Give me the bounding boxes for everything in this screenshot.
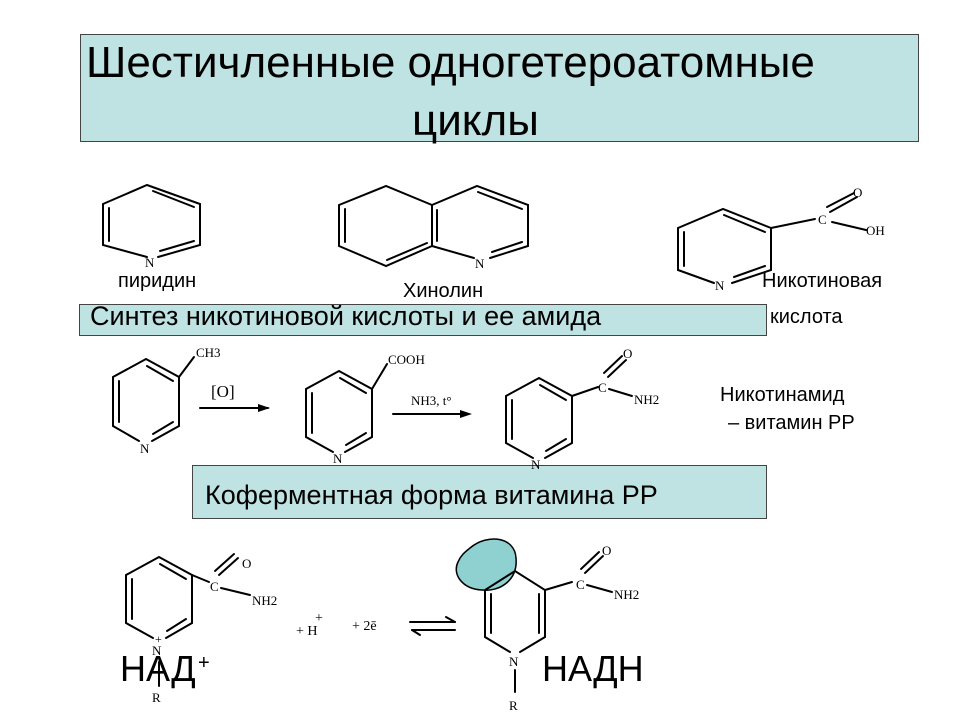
nadh-C: C	[576, 577, 585, 592]
pyridine-label: пиридин	[118, 270, 197, 292]
nicotinamide-label-1: Никотинамид	[720, 384, 845, 406]
nic-acid-O: O	[853, 185, 862, 200]
quinoline-label: Хинолин	[403, 280, 484, 302]
nic-acid-C: C	[818, 212, 827, 227]
nad-R: R	[152, 690, 161, 705]
oxidation-reagent: [O]	[211, 382, 235, 401]
nicotinamide-label-2: – витамин РР	[728, 412, 855, 434]
nad-structure	[125, 553, 251, 687]
coenzyme-heading: Коферментная форма витамина РР	[205, 480, 658, 510]
pyridine-N: N	[145, 255, 155, 270]
methylpyridine-N: N	[140, 441, 150, 456]
synth-acid-structure	[305, 363, 388, 453]
quinoline-N: N	[475, 256, 485, 271]
page-title-line-2: циклы	[412, 96, 539, 145]
synthesis-box	[79, 304, 767, 336]
nadh-O: O	[602, 543, 611, 558]
nicotinic-acid-label-1: Никотиновая	[762, 270, 883, 292]
nad-plus-sign: +	[198, 652, 210, 674]
nad-O: O	[242, 556, 251, 571]
nicotinic-acid-structure	[677, 192, 867, 284]
electrons-reagent: + 2ē	[352, 619, 377, 634]
methyl-group: CH3	[196, 345, 221, 360]
methylpyridine-structure	[112, 356, 195, 442]
nadh-label: НАДН	[542, 648, 644, 689]
carboxyl-group: COOH	[388, 352, 425, 367]
nadh-structure	[484, 551, 613, 693]
nic-acid-OH: OH	[866, 223, 885, 238]
synth-amide-NH2: NH2	[634, 392, 659, 407]
synth-amide-structure	[505, 355, 633, 459]
nad-C: C	[210, 579, 219, 594]
ammonia-reagent: NH3, t°	[411, 393, 452, 408]
synth-amide-C: C	[598, 380, 607, 395]
title-box	[80, 34, 919, 142]
equilibrium-arrows	[409, 616, 456, 636]
synth-amide-O: O	[623, 346, 632, 361]
nic-acid-N: N	[715, 278, 725, 293]
nadh-NH2: NH2	[614, 587, 639, 602]
synth-amide-N: N	[531, 457, 541, 472]
nadh-highlight-blob	[455, 538, 517, 591]
synthesis-heading: Синтез никотиновой кислоты и ее амида	[90, 301, 602, 331]
nad-NH2: NH2	[252, 593, 277, 608]
page-title-line-1: Шестичленные одногетероатомные	[86, 38, 815, 87]
proton-charge: +	[315, 611, 323, 626]
pyridine-ring	[102, 183, 201, 258]
quinoline-rings	[338, 184, 529, 268]
proton-reagent: + H	[296, 624, 318, 639]
nadh-N: N	[509, 654, 519, 669]
nad-label: НАД	[120, 648, 196, 689]
nicotinic-acid-label-2: кислота	[770, 306, 843, 328]
synth-acid-N: N	[333, 451, 343, 466]
coenzyme-box	[192, 465, 767, 519]
nad-N: N	[152, 643, 162, 658]
nadh-R: R	[509, 698, 518, 713]
nad-N-charge: +	[155, 632, 162, 646]
